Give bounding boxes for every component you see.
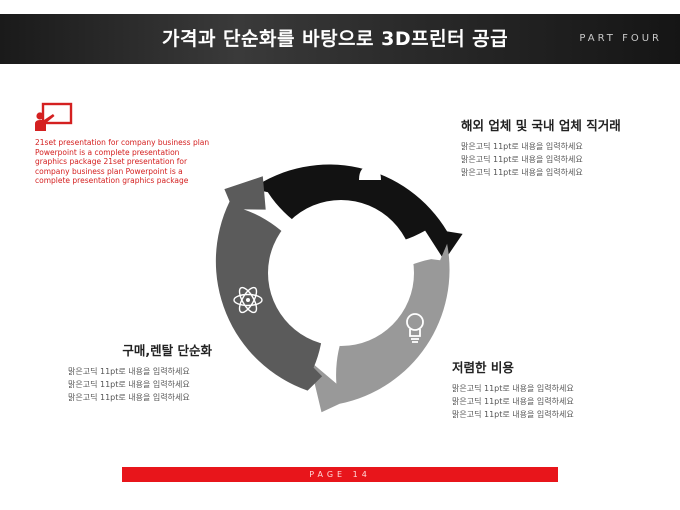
block-line: 맑은고딕 11pt로 내용을 입력하세요 [452,397,574,406]
block-title: 저렴한 비용 [452,360,514,375]
part-label: PART FOUR [579,33,662,44]
block-line: 맑은고딕 11pt로 내용을 입력하세요 [68,393,190,402]
block-title: 해외 업체 및 국내 업체 직거래 [461,118,621,133]
text-block-left: 구매,렌탈 단순화 맑은고딕 11pt로 내용을 입력하세요 맑은고딕 11pt… [68,340,212,404]
footer-bar: PAGE 14 [122,467,558,482]
block-line: 맑은고딕 11pt로 내용을 입력하세요 [68,367,190,376]
block-line: 맑은고딕 11pt로 내용을 입력하세요 [461,168,583,177]
block-line: 맑은고딕 11pt로 내용을 입력하세요 [452,384,574,393]
text-block-right: 저렴한 비용 맑은고딕 11pt로 내용을 입력하세요 맑은고딕 11pt로 내… [452,357,574,421]
cycle-diagram [196,128,486,422]
presentation-icon [34,102,74,132]
block-line: 맑은고딕 11pt로 내용을 입력하세요 [461,155,583,164]
intro-text: 21set presentation for company business … [35,138,210,185]
block-title: 구매,렌탈 단순화 [122,343,212,358]
person-icon [359,152,381,180]
atom-icon [233,286,263,314]
text-block-top: 해외 업체 및 국내 업체 직거래 맑은고딕 11pt로 내용을 입력하세요 맑… [461,115,621,179]
header-bar: 가격과 단순화를 바탕으로 3D프린터 공급 PART FOUR [0,14,680,64]
block-line: 맑은고딕 11pt로 내용을 입력하세요 [68,380,190,389]
page-number: PAGE 14 [309,470,371,479]
block-line: 맑은고딕 11pt로 내용을 입력하세요 [461,142,583,151]
block-line: 맑은고딕 11pt로 내용을 입력하세요 [452,410,574,419]
page-title: 가격과 단순화를 바탕으로 3D프린터 공급 [162,28,509,50]
lightbulb-icon [406,313,424,343]
